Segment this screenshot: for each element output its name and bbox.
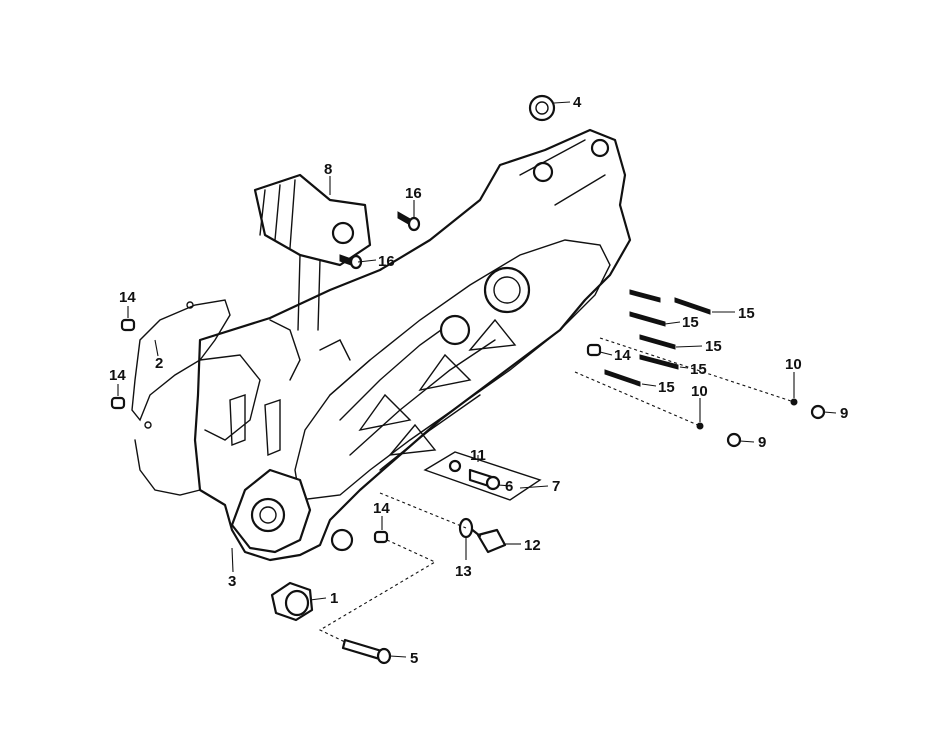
- callout-14b: 14: [109, 367, 126, 384]
- callout-15c: 15: [705, 338, 722, 355]
- callout-15a: 15: [738, 305, 755, 322]
- callout-15b: 15: [682, 314, 699, 331]
- callout-15d: 15: [690, 361, 707, 378]
- callout-14d: 14: [614, 347, 631, 364]
- callout-15e: 15: [658, 379, 675, 396]
- callout-9b: 9: [758, 434, 766, 451]
- bolt-part-12: [458, 517, 507, 554]
- callout-6: 6: [505, 478, 513, 495]
- shaft-part-5: [341, 638, 392, 665]
- callout-10b: 10: [691, 383, 708, 400]
- gasket-part: [131, 299, 231, 496]
- starter-motor: [253, 173, 372, 331]
- callout-14a: 14: [119, 289, 136, 306]
- callout-4: 4: [573, 94, 582, 111]
- dowel-pins: [110, 318, 602, 544]
- callout-7: 7: [552, 478, 560, 495]
- callout-16b: 16: [378, 253, 395, 270]
- callout-13: 13: [455, 563, 472, 580]
- callout-labels: 1 2 3 4 5 6 7 8 9 9 10 10 11 12 13 14 14…: [109, 94, 848, 667]
- leader-lines: [117, 101, 837, 658]
- callout-10a: 10: [785, 356, 802, 373]
- cover-plate-part-7: [423, 451, 542, 501]
- callout-12: 12: [524, 537, 541, 554]
- callout-16a: 16: [405, 185, 422, 202]
- crankcase-left: [193, 128, 632, 562]
- callout-1: 1: [330, 590, 338, 607]
- callout-3: 3: [228, 573, 236, 590]
- callout-8: 8: [324, 161, 332, 178]
- long-bolts: [604, 289, 711, 387]
- callout-5: 5: [410, 650, 418, 667]
- callout-14c: 14: [373, 500, 390, 517]
- callout-9a: 9: [840, 405, 848, 422]
- callout-11: 11: [470, 447, 486, 464]
- callout-2: 2: [155, 355, 163, 372]
- bushing-part-1: [270, 581, 314, 622]
- bushing-part-4: [528, 94, 556, 122]
